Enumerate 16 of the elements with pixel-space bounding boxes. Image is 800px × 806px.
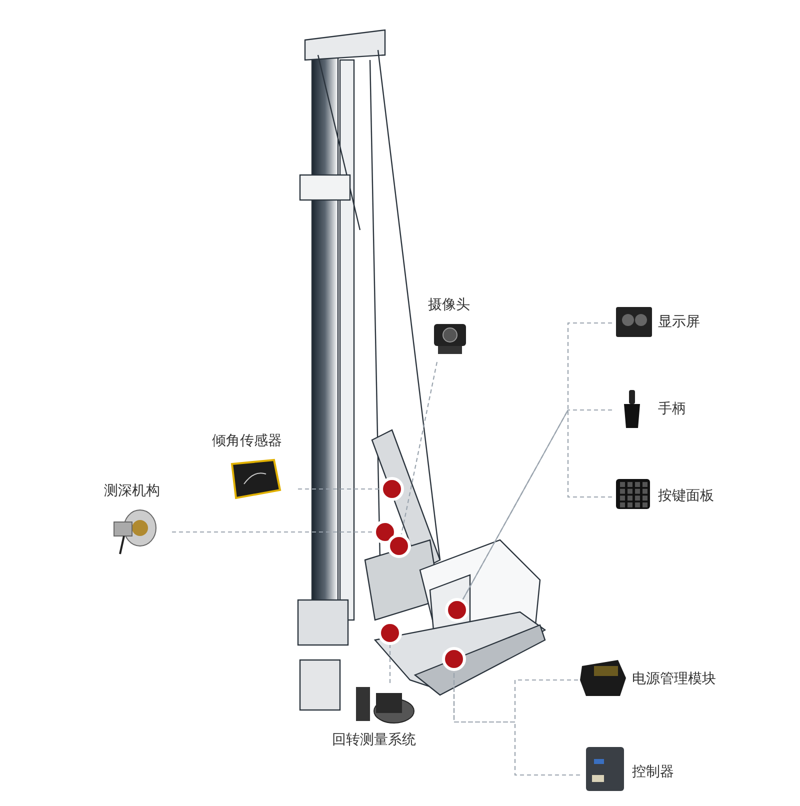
component-label: 手柄 [658,400,686,418]
leader-line [389,645,391,683]
leader-line [298,488,380,490]
leader-line [172,531,373,533]
marker-dot [380,477,404,501]
component-label: 测深机构 [104,482,160,500]
component-label: 显示屏 [658,313,700,331]
leader-line [400,362,438,534]
component-label: 摄像头 [428,296,470,314]
marker-dot [378,621,402,645]
component-label: 控制器 [632,763,674,781]
leader-line [453,671,580,776]
component-label: 倾角传感器 [212,432,282,450]
component-label: 电源管理模块 [632,670,716,688]
component-label: 按键面板 [658,487,714,505]
component-label: 回转测量系统 [332,731,416,749]
